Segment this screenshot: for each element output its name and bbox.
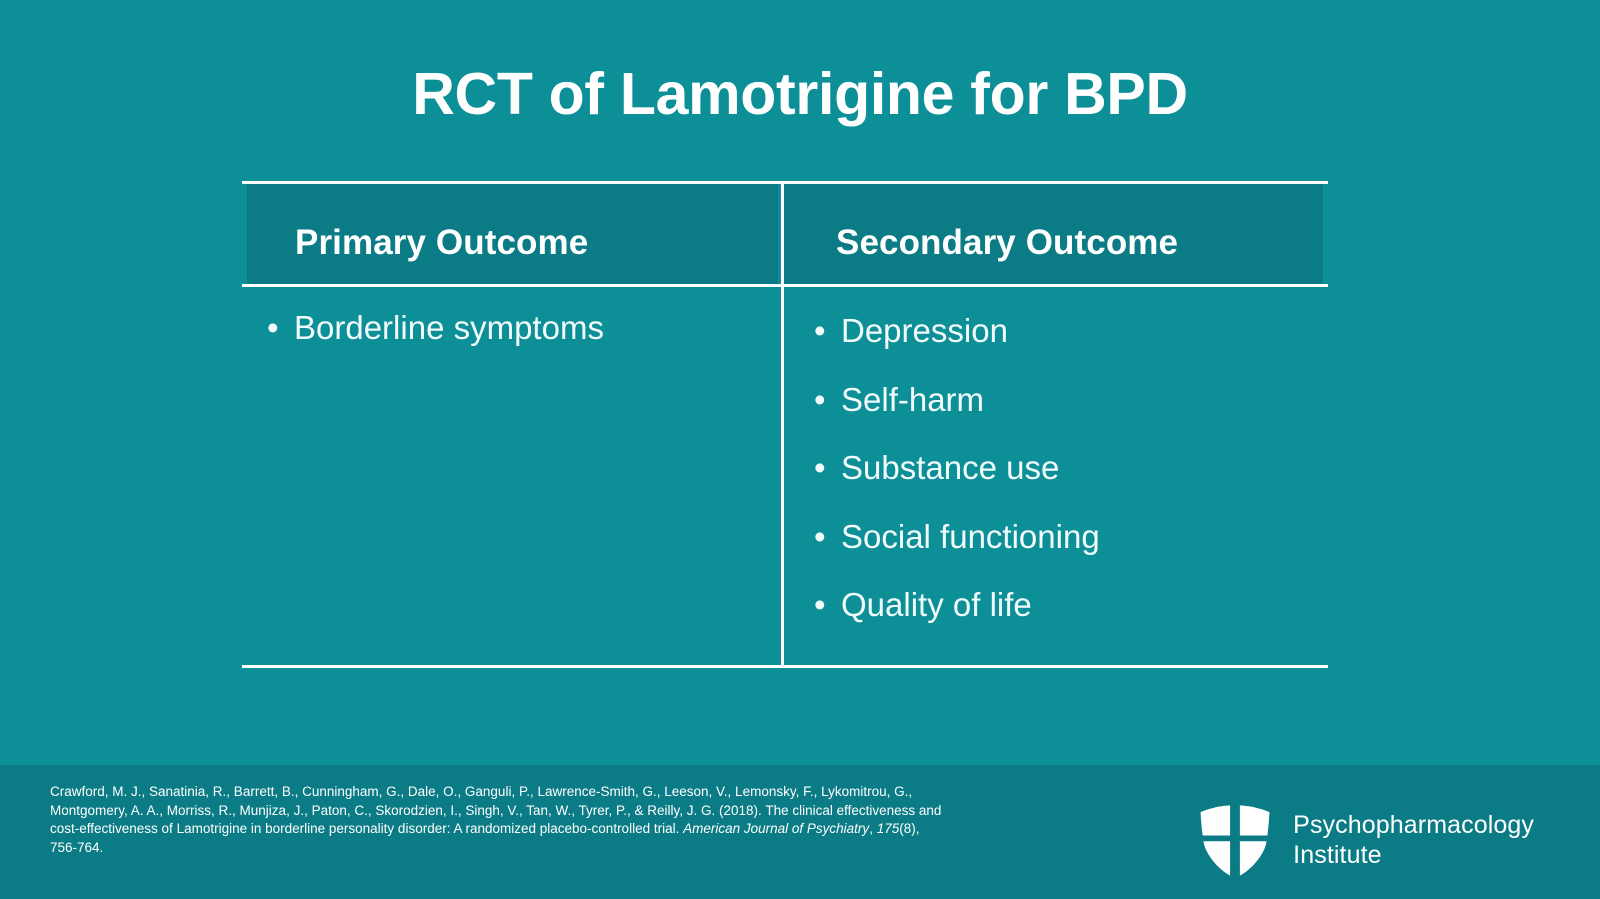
list-item-label: Borderline symptoms (294, 309, 604, 346)
citation-issue: (8), (899, 821, 920, 836)
table-body-cell-secondary: • Depression • Self-harm • Substance use… (784, 287, 1328, 654)
citation-pages: 756-764. (50, 839, 104, 855)
list-item: • Quality of life (814, 585, 1328, 625)
bullet-icon: • (267, 309, 279, 346)
citation-article-title: The clinical effectiveness and cost-effe… (50, 802, 942, 837)
list-item-label: Depression (841, 312, 1008, 349)
table-header-cell-primary: Primary Outcome (247, 184, 778, 284)
citation-volume: 175 (876, 821, 900, 836)
list-item-label: Quality of life (841, 586, 1032, 624)
citation-year: (2018). (719, 802, 762, 818)
column-header-primary-outcome: Primary Outcome (295, 223, 589, 262)
bullet-icon: • (814, 517, 826, 555)
page-title: RCT of Lamotrigine for BPD (412, 61, 1188, 127)
primary-outcome-list: • Borderline symptoms (242, 287, 781, 348)
list-item: • Depression (814, 311, 1328, 351)
table-header-rule (242, 284, 1328, 287)
footer-band: Crawford, M. J., Sanatinia, R., Barrett,… (0, 765, 1600, 899)
citation-journal: American Journal of Psychiatry (683, 821, 870, 836)
list-item: • Self-harm (814, 380, 1328, 420)
bullet-icon: • (814, 380, 826, 418)
table-header-row: Primary Outcome Secondary Outcome (247, 184, 1323, 284)
list-item-label: Social functioning (841, 517, 1100, 555)
brand-name-line-2: Institute (1293, 841, 1382, 869)
table-column-divider (781, 184, 784, 665)
list-item-label: Self-harm (841, 380, 985, 418)
column-header-secondary-outcome: Secondary Outcome (836, 223, 1179, 262)
citation-separator: , (869, 821, 877, 836)
list-item: • Substance use (814, 448, 1328, 488)
citation-reference: Crawford, M. J., Sanatinia, R., Barrett,… (50, 783, 950, 857)
table-bottom-rule (242, 665, 1328, 668)
bullet-icon: • (814, 312, 826, 349)
citation-authors: Crawford, M. J., Sanatinia, R., Barrett,… (50, 784, 913, 818)
secondary-outcome-list: • Depression • Self-harm • Substance use… (784, 287, 1328, 625)
list-item-label: Substance use (841, 449, 1060, 487)
list-item: • Social functioning (814, 517, 1328, 557)
list-item: • Borderline symptoms (267, 308, 781, 348)
table-top-rule (242, 181, 1328, 184)
bullet-icon: • (814, 586, 826, 624)
bullet-icon: • (814, 449, 826, 487)
shield-cross-logo-icon (1200, 805, 1270, 876)
outcome-table: Primary Outcome Secondary Outcome • Bord… (242, 181, 1328, 668)
table-header-cell-secondary: Secondary Outcome (784, 184, 1323, 284)
table-body-cell-primary: • Borderline symptoms (242, 287, 781, 383)
brand-name-line-1: Psychopharmacology (1293, 811, 1534, 839)
